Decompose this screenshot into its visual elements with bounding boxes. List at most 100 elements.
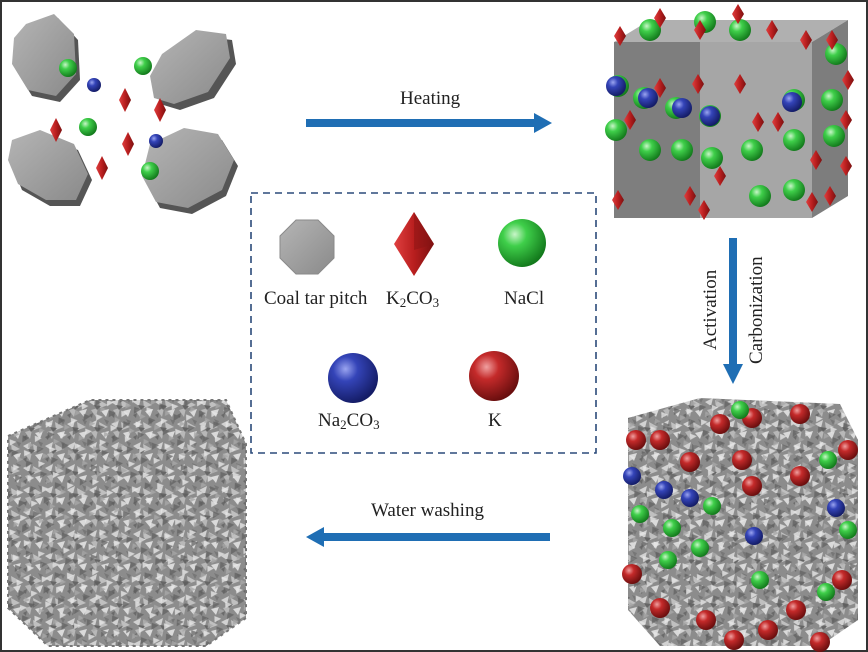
- nacl-sphere: [821, 89, 843, 111]
- nacl-sphere: [631, 505, 649, 523]
- diamond-icon: [394, 212, 434, 276]
- legend-k2co3-label: K2CO3: [386, 288, 440, 310]
- nacl-sphere: [79, 118, 97, 136]
- heating-label: Heating: [400, 88, 461, 109]
- nacl-sphere: [825, 43, 847, 65]
- octagon-icon: [12, 14, 80, 102]
- k-sphere: [626, 430, 646, 450]
- nacl-sphere: [639, 19, 661, 41]
- composite-cube-illustration: [605, 4, 854, 220]
- k2co3-crystal: [840, 110, 852, 130]
- k2co3-crystal: [50, 118, 62, 142]
- activation-label: Activation: [700, 269, 721, 350]
- k2co3-crystal: [684, 186, 696, 206]
- legend-box: [250, 192, 597, 454]
- k2co3-crystal: [732, 4, 744, 24]
- na2co3-sphere: [745, 527, 763, 545]
- legend-na2co3-label: Na2CO3: [318, 410, 380, 432]
- porous-carbon-illustration: [7, 399, 247, 647]
- k2co3-crystal: [800, 30, 812, 50]
- nacl-sphere: [141, 162, 159, 180]
- nacl-sphere: [701, 147, 723, 169]
- green-sphere-icon: [498, 219, 546, 267]
- k2co3-crystal: [810, 150, 822, 170]
- k2co3-crystal: [612, 190, 624, 210]
- na2co3-sphere: [606, 76, 626, 96]
- heating-arrow: [306, 113, 552, 133]
- k2co3-crystal: [842, 70, 854, 90]
- nacl-sphere: [783, 179, 805, 201]
- na2co3-sphere: [638, 88, 658, 108]
- k2co3-crystal: [714, 166, 726, 186]
- k2co3-crystal: [826, 30, 838, 50]
- na2co3-sphere: [149, 134, 163, 148]
- nacl-sphere: [663, 519, 681, 537]
- k-sphere: [742, 476, 762, 496]
- nacl-sphere: [729, 19, 751, 41]
- k2co3-crystal: [840, 156, 852, 176]
- k2co3-crystal: [772, 112, 784, 132]
- raw-mixture-illustration: [8, 14, 238, 214]
- k-sphere: [832, 570, 852, 590]
- k2co3-crystal: [654, 8, 666, 28]
- na2co3-sphere: [87, 78, 101, 92]
- k-sphere: [790, 404, 810, 424]
- k-sphere: [650, 430, 670, 450]
- k-sphere: [622, 564, 642, 584]
- k2co3-crystal: [694, 20, 706, 40]
- na2co3-sphere: [623, 467, 641, 485]
- k-sphere: [724, 630, 744, 650]
- k-sphere: [838, 440, 858, 460]
- octagon-icon: [279, 219, 335, 275]
- k2co3-crystal: [654, 78, 666, 98]
- k2co3-crystal: [698, 200, 710, 220]
- k2co3-crystal: [614, 26, 626, 46]
- nacl-sphere: [783, 129, 805, 151]
- na2co3-sphere: [672, 98, 692, 118]
- nacl-sphere: [741, 139, 763, 161]
- na2co3-sphere: [782, 92, 802, 112]
- k2co3-crystal: [766, 20, 778, 40]
- nacl-sphere: [751, 571, 769, 589]
- carbonization-label: Carbonization: [746, 256, 767, 364]
- k2co3-crystal: [96, 156, 108, 180]
- k-sphere: [680, 452, 700, 472]
- k-sphere: [758, 620, 778, 640]
- nacl-sphere: [659, 551, 677, 569]
- k2co3-crystal: [154, 98, 166, 122]
- nacl-sphere: [749, 185, 771, 207]
- na2co3-sphere: [655, 481, 673, 499]
- nacl-sphere: [671, 139, 693, 161]
- na2co3-sphere: [681, 489, 699, 507]
- legend-k-label: K: [488, 410, 502, 431]
- nacl-sphere: [703, 497, 721, 515]
- legend-coal-tar-pitch-label: Coal tar pitch: [264, 288, 368, 309]
- nacl-sphere: [605, 119, 627, 141]
- k2co3-crystal: [122, 132, 134, 156]
- activated-cube-illustration: [622, 398, 858, 652]
- water-washing-label: Water washing: [371, 500, 484, 521]
- octagon-icon: [142, 128, 238, 214]
- nacl-sphere: [134, 57, 152, 75]
- k2co3-crystal: [824, 186, 836, 206]
- nacl-sphere: [817, 583, 835, 601]
- na2co3-sphere: [700, 106, 720, 126]
- blue-sphere-icon: [328, 353, 378, 403]
- k-sphere: [790, 466, 810, 486]
- k-sphere: [650, 598, 670, 618]
- k-sphere: [786, 600, 806, 620]
- nacl-sphere: [639, 139, 661, 161]
- na2co3-sphere: [827, 499, 845, 517]
- octagon-icon: [150, 30, 236, 110]
- k2co3-crystal: [752, 112, 764, 132]
- nacl-sphere: [731, 401, 749, 419]
- nacl-sphere: [819, 451, 837, 469]
- activation-arrow: [723, 238, 743, 384]
- k2co3-crystal: [806, 192, 818, 212]
- k-sphere: [732, 450, 752, 470]
- legend-nacl-label: NaCl: [504, 288, 545, 309]
- nacl-sphere: [691, 539, 709, 557]
- k2co3-crystal: [734, 74, 746, 94]
